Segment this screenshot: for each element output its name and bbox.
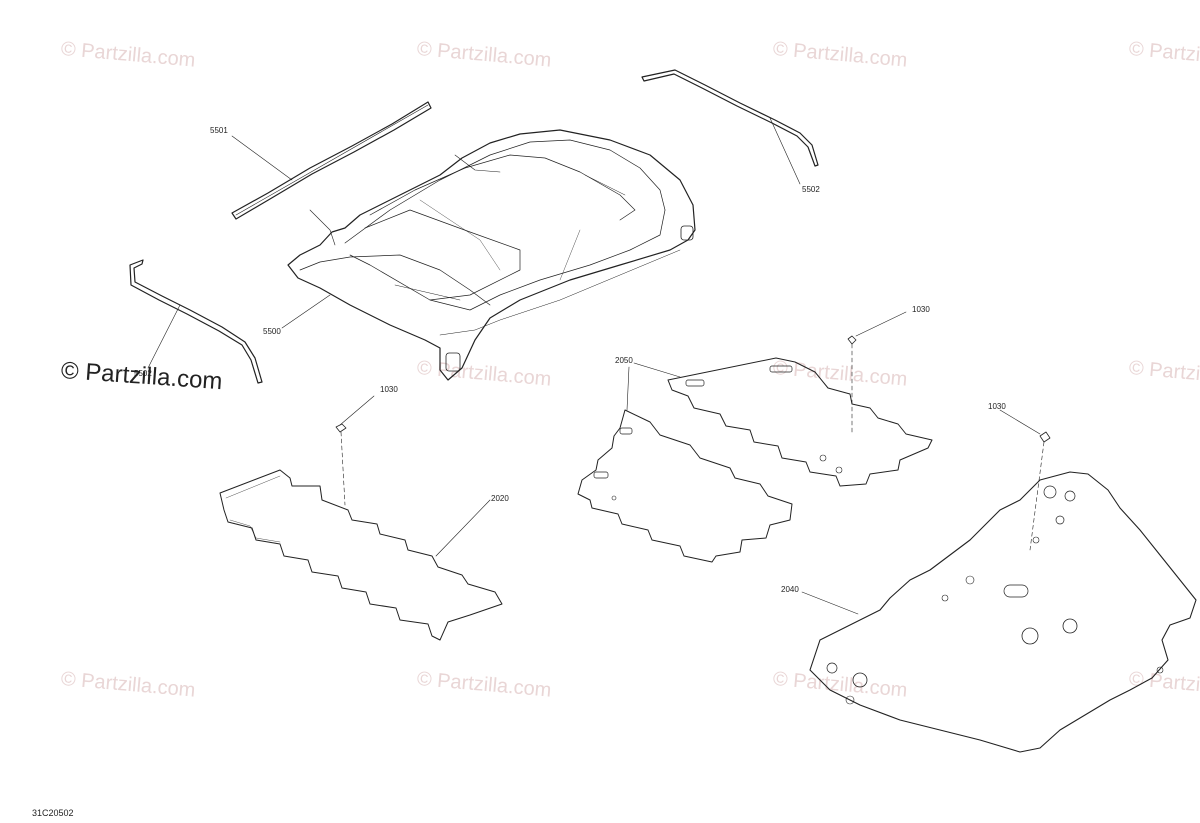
callout-2050[interactable]: 2050 — [615, 356, 633, 365]
plate-2050-lower[interactable] — [577, 409, 793, 563]
callout-1030-right[interactable]: 1030 — [988, 402, 1006, 411]
roof-5500[interactable] — [287, 129, 696, 381]
plate-2050-upper[interactable] — [667, 357, 933, 487]
callout-5502-left[interactable]: 5502 — [134, 369, 152, 378]
plate-2020[interactable] — [219, 469, 503, 641]
callout-2040[interactable]: 2040 — [781, 585, 799, 594]
fastener-1030-a[interactable] — [335, 423, 347, 506]
callout-1030-middle[interactable]: 1030 — [912, 305, 930, 314]
seal-strip-5502-right[interactable] — [641, 69, 819, 167]
diagram-id: 31C20502 — [32, 808, 74, 818]
callout-1030-left[interactable]: 1030 — [380, 385, 398, 394]
callout-5502[interactable]: 5502 — [802, 185, 820, 194]
seal-strip-5501[interactable] — [231, 101, 432, 220]
callout-5500[interactable]: 5500 — [263, 327, 281, 336]
leader-lines — [147, 117, 1041, 615]
fastener-1030-b[interactable] — [847, 335, 857, 433]
fastener-1030-c[interactable] — [1029, 431, 1051, 551]
callout-5501[interactable]: 5501 — [210, 126, 228, 135]
callout-2020[interactable]: 2020 — [491, 494, 509, 503]
plate-2040[interactable] — [809, 471, 1197, 753]
seal-strip-5502-left[interactable] — [129, 259, 263, 384]
